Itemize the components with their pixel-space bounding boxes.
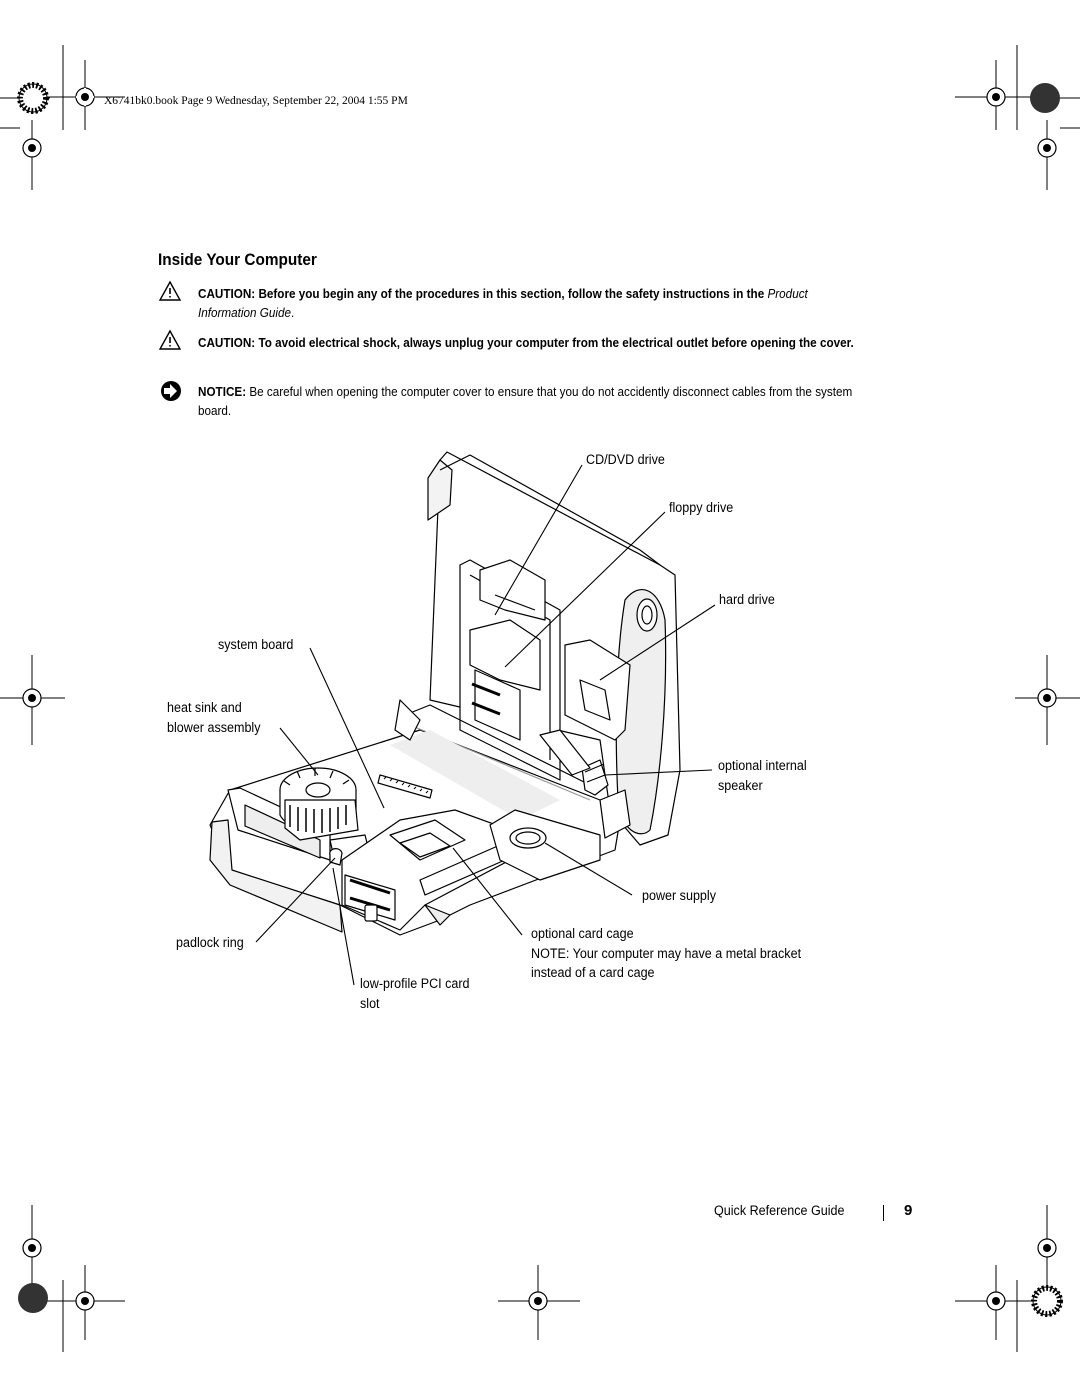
callout-padlock-ring: padlock ring [176,935,244,950]
callout-card-cage: optional card cage NOTE: Your computer m… [531,926,802,980]
notice-note: NOTICE: Be careful when opening the comp… [198,384,853,418]
book-header: X6741bk0.book Page 9 Wednesday, Septembe… [104,95,408,107]
callout-internal-speaker: optional internal speaker [718,758,807,793]
callout-cd-dvd-drive: CD/DVD drive [586,452,665,467]
page-number: 9 [904,1202,913,1219]
callout-heat-sink: heat sink and blower assembly [167,700,261,735]
caution-note-1: CAUTION: Before you begin any of the pro… [198,286,808,320]
footer-guide-name: Quick Reference Guide [714,1203,845,1218]
callout-hard-drive: hard drive [719,592,775,607]
callout-pci-slot: low-profile PCI card slot [360,976,470,1011]
callout-system-board: system board [218,637,294,652]
callout-power-supply: power supply [642,888,716,903]
caution-note-2: CAUTION: To avoid electrical shock, alwa… [198,335,854,350]
callout-floppy-drive: floppy drive [669,500,734,515]
footer-divider [883,1205,884,1221]
page-title: Inside Your Computer [158,251,317,269]
